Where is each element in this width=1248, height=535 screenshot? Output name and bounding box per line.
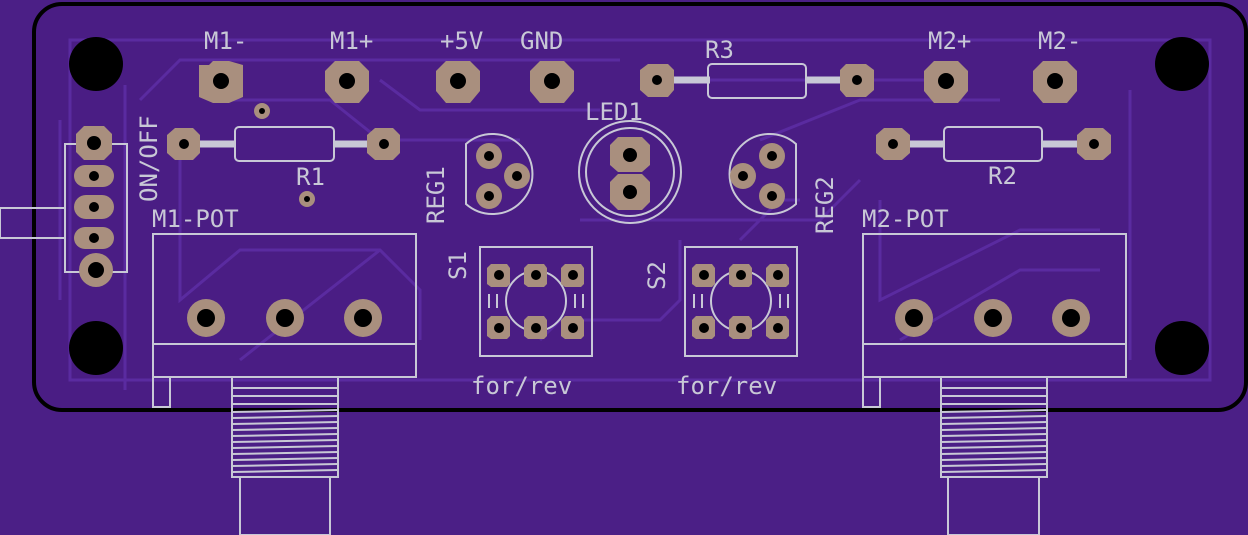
on-off-switch <box>0 126 128 287</box>
label-r2: R2 <box>988 162 1017 190</box>
label-m2-pot: M2-POT <box>862 205 949 233</box>
regulator-reg2 <box>728 133 797 215</box>
potentiometer-m2 <box>862 233 1127 535</box>
pad-5v <box>436 61 480 103</box>
traces <box>58 38 1212 390</box>
label-m1-pot: M1-POT <box>152 205 239 233</box>
label-m2-plus: M2+ <box>928 27 971 55</box>
label-m2-minus: M2- <box>1038 27 1081 55</box>
mounting-hole-top-right <box>1155 37 1209 91</box>
label-5v: +5V <box>440 27 483 55</box>
switch-s2 <box>684 246 798 357</box>
label-on-off: ON/OFF <box>135 115 163 202</box>
pad-gnd <box>530 61 574 103</box>
label-led1: LED1 <box>585 98 643 126</box>
potentiometer-m1 <box>152 233 417 535</box>
label-r3: R3 <box>705 36 734 64</box>
label-s1: S1 <box>444 251 472 280</box>
pad-m2-plus <box>924 61 968 103</box>
label-gnd: GND <box>520 27 563 55</box>
pad-m1-plus <box>325 61 369 103</box>
label-s1-caption: for/rev <box>471 372 572 400</box>
label-reg2: REG2 <box>811 176 839 234</box>
label-s2-caption: for/rev <box>676 372 777 400</box>
mounting-hole-top-left <box>69 37 123 91</box>
mounting-hole-bottom-right <box>1155 321 1209 375</box>
label-m1-plus: M1+ <box>330 27 373 55</box>
regulator-reg1 <box>465 133 534 215</box>
pad-m2-minus <box>1033 61 1077 103</box>
resistor-r2 <box>876 126 1111 162</box>
resistor-r1 <box>167 103 400 207</box>
label-r1: R1 <box>296 163 325 191</box>
resistor-r3 <box>640 63 874 99</box>
label-m1-minus: M1- <box>204 27 247 55</box>
switch-s1 <box>479 246 593 357</box>
mounting-hole-bottom-left <box>69 321 123 375</box>
pad-m1-minus <box>199 61 243 103</box>
led-led1 <box>578 120 682 224</box>
label-reg1: REG1 <box>422 166 450 224</box>
label-s2: S2 <box>643 261 671 290</box>
